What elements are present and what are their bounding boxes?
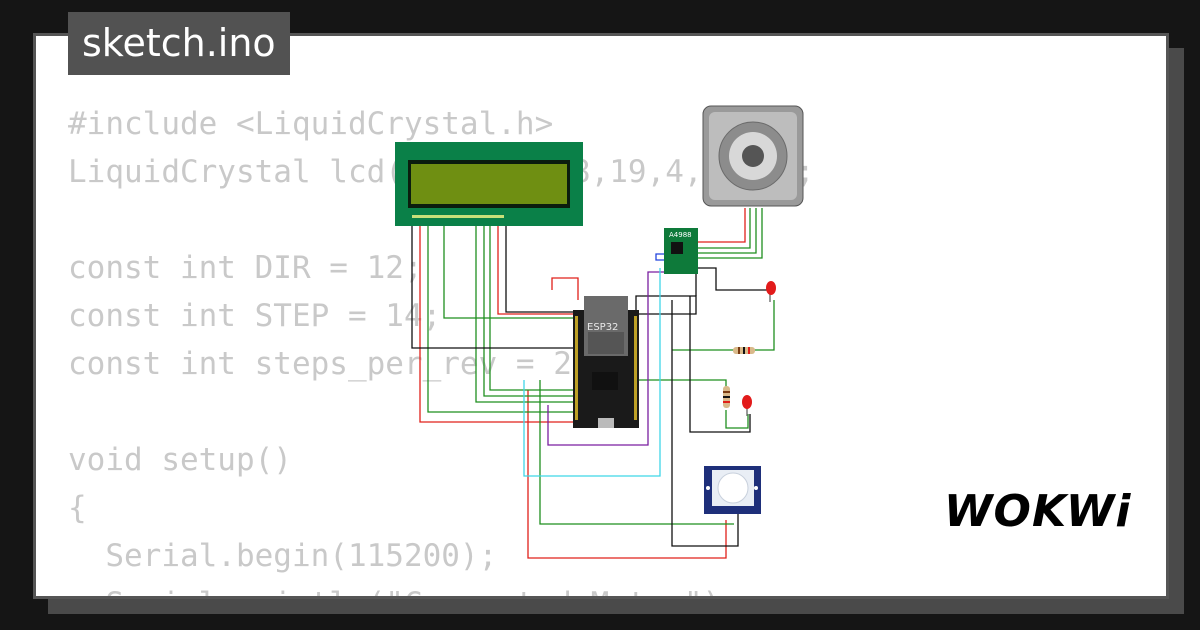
esp32-board[interactable]: ESP32	[573, 296, 639, 428]
wire-black	[695, 267, 770, 296]
code-line: {	[68, 490, 87, 526]
code-line: const int STEP = 14;	[68, 298, 442, 334]
wire-green	[698, 208, 763, 259]
wire-green	[475, 226, 575, 403]
wire-green	[672, 300, 775, 351]
wire-green	[698, 208, 751, 249]
wokwi-logo: WOKWi	[944, 486, 1132, 537]
code-line: Serial.begin(115200);	[68, 538, 498, 574]
wire-red	[527, 390, 727, 559]
wire-red	[698, 208, 746, 243]
wire-black	[689, 296, 751, 433]
wire-green	[636, 379, 727, 400]
wire-green	[443, 226, 575, 319]
led-red-bottom[interactable]	[742, 395, 752, 416]
code-line: #include <LiquidCrystal.h>	[68, 106, 554, 142]
wire-green	[489, 226, 575, 391]
led-red-top[interactable]	[766, 281, 776, 302]
a4988-driver[interactable]: A4988	[664, 228, 698, 274]
wire-blue	[655, 253, 666, 261]
code-line: void setup()	[68, 442, 292, 478]
code-line: const int DIR = 12;	[68, 250, 423, 286]
stepper-motor[interactable]	[702, 105, 804, 207]
wire-green	[725, 410, 749, 429]
wire-black	[505, 226, 697, 315]
wire-black	[411, 226, 575, 349]
resistor-vertical[interactable]	[723, 386, 730, 408]
resistor-horizontal[interactable]	[733, 347, 755, 354]
wire-red	[497, 226, 575, 315]
wire-green	[698, 208, 757, 254]
wire-green	[427, 226, 575, 413]
file-tab[interactable]: sketch.ino	[68, 12, 290, 75]
wire-red	[551, 277, 579, 300]
code-line: Serial.println("Connected Motor");	[68, 580, 815, 596]
pir-sensor[interactable]	[704, 466, 761, 514]
wire-red	[419, 226, 575, 423]
wire-black	[671, 300, 739, 547]
wire-cyan	[523, 268, 661, 477]
driver-label: A4988	[669, 231, 692, 239]
lcd-display[interactable]	[395, 142, 583, 226]
wire-green	[483, 226, 575, 397]
wire-green	[539, 380, 734, 525]
esp32-label: ESP32	[587, 322, 618, 333]
wire-purple	[547, 271, 666, 446]
